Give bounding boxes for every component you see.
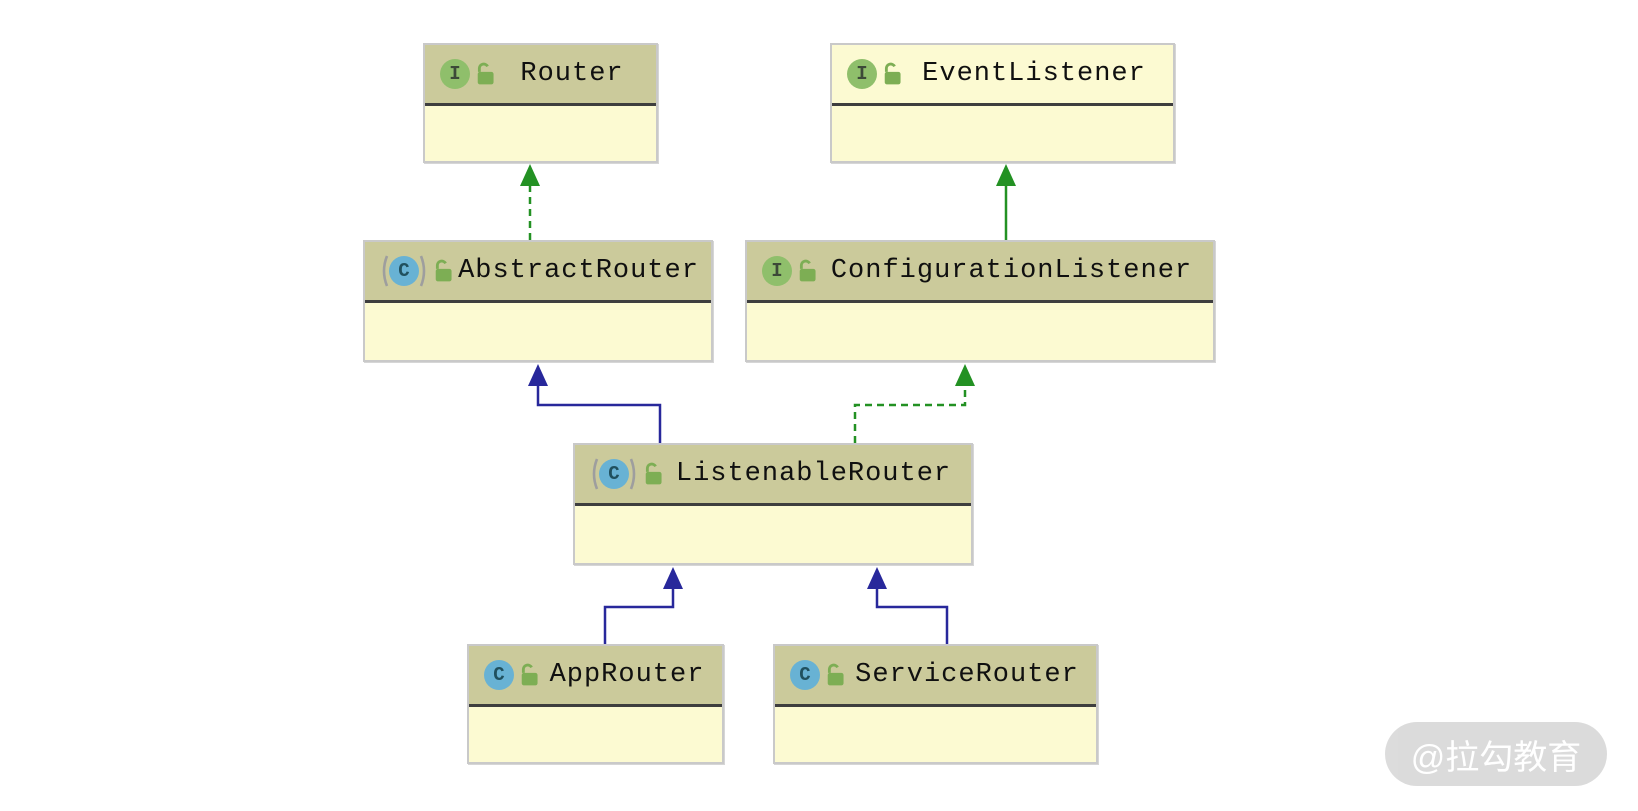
unlocked-icon xyxy=(520,663,542,687)
class-icon: C xyxy=(790,660,820,690)
left-paren-glyph xyxy=(380,254,389,288)
class-node-eventlistener[interactable]: I EventListener xyxy=(830,43,1175,163)
class-header: C ServiceRouter xyxy=(775,646,1096,707)
unlocked-icon xyxy=(826,663,848,687)
class-name: ConfigurationListener xyxy=(830,256,1193,286)
class-name: EventListener xyxy=(922,59,1146,89)
watermark-badge: @拉勾教育 xyxy=(1385,722,1607,786)
edge-listenablerouter-implements-configurationlistener xyxy=(853,364,975,443)
right-paren-glyph xyxy=(419,254,428,288)
class-name: Router xyxy=(520,59,624,89)
class-node-approuter[interactable]: C AppRouter xyxy=(467,644,724,764)
class-icon: C xyxy=(484,660,514,690)
class-node-abstractrouter[interactable]: C AbstractRouter xyxy=(363,240,713,362)
edge-approuter-extends-listenablerouter xyxy=(603,567,683,644)
edge-listenablerouter-extends-abstractrouter xyxy=(528,364,662,443)
unlocked-icon xyxy=(434,259,456,283)
members-section xyxy=(747,303,1213,360)
members-section xyxy=(469,707,722,762)
watermark-text: @拉勾教育 xyxy=(1410,738,1582,777)
right-paren-glyph xyxy=(629,457,638,491)
class-name: ServiceRouter xyxy=(855,660,1079,690)
interface-icon: I xyxy=(847,59,877,89)
unlocked-icon xyxy=(883,62,905,86)
edge-servicerouter-extends-listenablerouter xyxy=(867,567,949,644)
class-header: I EventListener xyxy=(832,45,1173,106)
class-header: C AbstractRouter xyxy=(365,242,711,303)
class-name: ListenableRouter xyxy=(675,459,952,489)
members-section xyxy=(425,106,656,161)
class-node-configurationlistener[interactable]: I ConfigurationListener xyxy=(745,240,1215,362)
members-section xyxy=(775,707,1096,762)
members-section xyxy=(832,106,1173,161)
unlocked-icon xyxy=(476,62,498,86)
class-name: AppRouter xyxy=(549,660,705,690)
class-header: I ConfigurationListener xyxy=(747,242,1213,303)
interface-icon: I xyxy=(440,59,470,89)
members-section xyxy=(575,506,971,563)
unlocked-icon xyxy=(644,462,666,486)
class-node-router[interactable]: I Router xyxy=(423,43,658,163)
interface-icon: I xyxy=(762,256,792,286)
class-header: C AppRouter xyxy=(469,646,722,707)
abstract-class-icon: C xyxy=(590,457,638,491)
unlocked-icon xyxy=(798,259,820,283)
abstract-class-icon: C xyxy=(380,254,428,288)
class-node-servicerouter[interactable]: C ServiceRouter xyxy=(773,644,1098,764)
class-header: C ListenableRouter xyxy=(575,445,971,506)
class-name: AbstractRouter xyxy=(458,256,699,286)
edge-configurationlistener-extends-eventlistener xyxy=(996,164,1016,240)
class-header: I Router xyxy=(425,45,656,106)
edge-abstractrouter-implements-router xyxy=(520,164,540,240)
members-section xyxy=(365,303,711,360)
left-paren-glyph xyxy=(590,457,599,491)
class-node-listenablerouter[interactable]: C ListenableRouter xyxy=(573,443,973,565)
